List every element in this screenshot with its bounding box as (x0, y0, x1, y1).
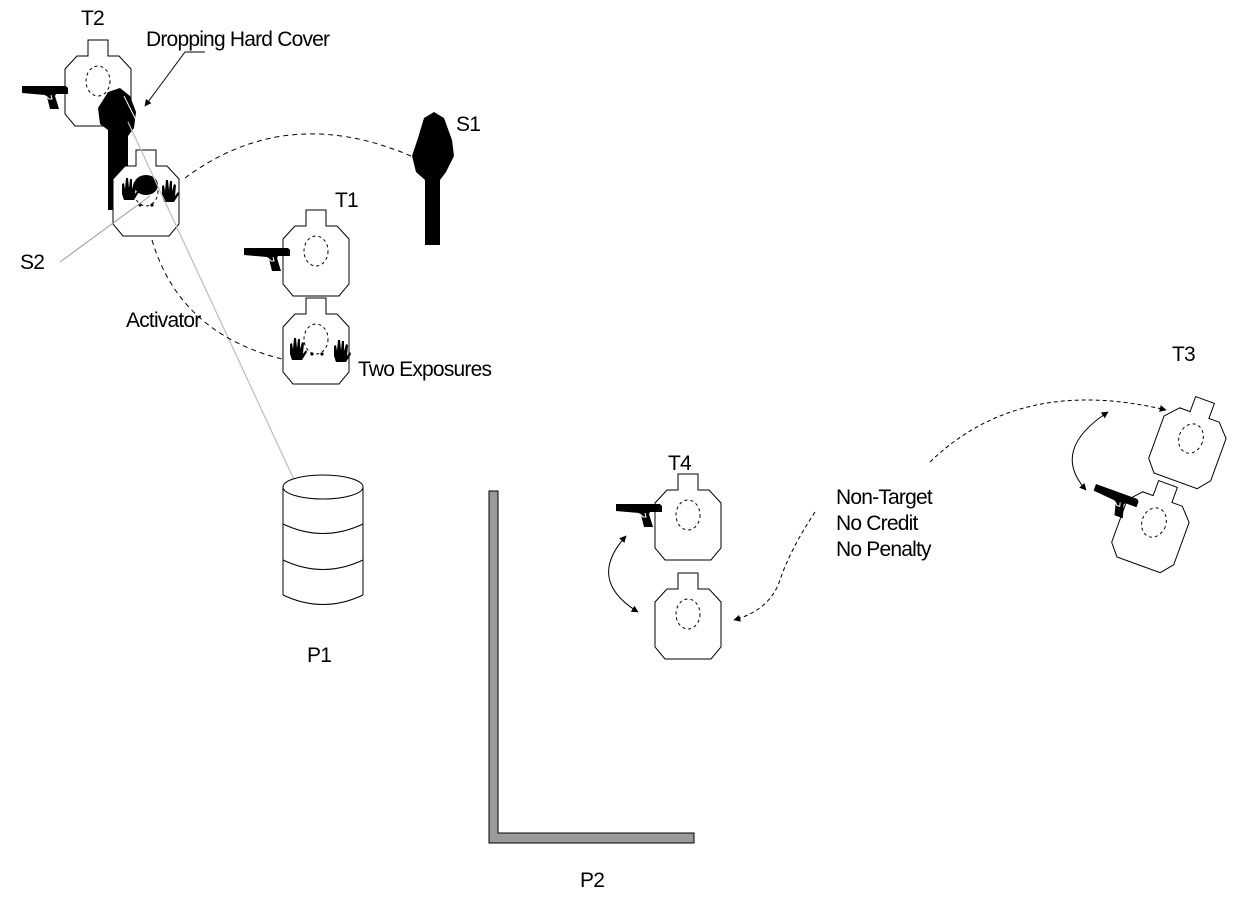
target-t3 (1144, 388, 1237, 493)
target-t3-lower (1107, 472, 1200, 577)
cover-edge-line (123, 95, 139, 125)
label-no-penalty: No Penalty (836, 538, 932, 561)
activator-line (127, 121, 323, 541)
label-p1: P1 (307, 644, 332, 667)
shoot-pistol-icon (21, 85, 69, 110)
t3-activation-arrow (929, 399, 1167, 463)
non-target-arrow (733, 511, 816, 622)
label-dropping-hard-cover: Dropping Hard Cover (146, 28, 330, 51)
label-t3: T3 (1172, 343, 1196, 366)
leader-s2 (59, 195, 151, 263)
label-activator: Activator (126, 309, 201, 332)
silhouette-s1 (412, 112, 454, 245)
wall-p2 (488, 490, 695, 844)
t3-swing-arrow (1071, 411, 1109, 491)
target-t1 (243, 209, 350, 297)
t4-swing-arrow (608, 535, 639, 613)
label-s2: S2 (20, 251, 45, 274)
label-two-exposures: Two Exposures (358, 358, 492, 381)
label-no-credit: No Credit (836, 512, 918, 535)
label-t4: T4 (668, 452, 692, 475)
activator-swing-arc (151, 239, 287, 361)
label-t1: T1 (335, 189, 359, 212)
label-p2: P2 (580, 869, 605, 892)
s1-swing-arc (184, 133, 421, 179)
label-non-target-block: Non-Target No Credit No Penalty (836, 485, 933, 563)
target-t1-no-shoot (282, 297, 351, 385)
target-t4-lower (654, 572, 722, 660)
label-non-target: Non-Target (836, 486, 933, 509)
barrel-p1 (282, 474, 364, 605)
label-t2: T2 (81, 7, 105, 30)
no-shoot-target-s2 (112, 149, 180, 237)
leader-dropping-hard-cover (144, 51, 205, 107)
label-s1: S1 (456, 113, 481, 136)
target-t4 (615, 473, 722, 561)
